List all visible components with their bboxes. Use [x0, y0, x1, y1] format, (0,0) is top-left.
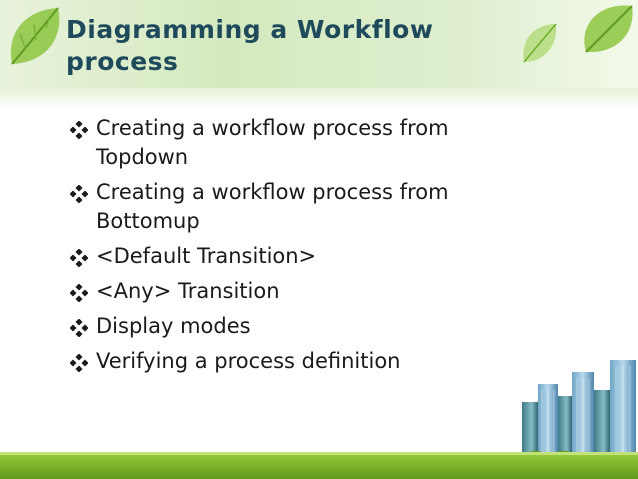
leaf-icon	[10, 7, 60, 65]
ground-highlight	[0, 452, 638, 455]
bullet-item: Creating a workflow process from Bottomu…	[66, 178, 536, 236]
diamond-bullet-icon	[70, 319, 88, 337]
bullet-text: <Any> Transition	[96, 279, 280, 303]
bullet-item: Creating a workflow process from Topdown	[66, 114, 536, 172]
diamond-bullet-icon	[70, 185, 88, 203]
bullet-text: Display modes	[96, 314, 251, 338]
diamond-bullet-icon	[70, 284, 88, 302]
bullet-item: <Any> Transition	[66, 277, 536, 306]
bullet-item: <Default Transition>	[66, 242, 536, 271]
bullet-item: Verifying a process definition	[66, 347, 536, 376]
bullet-text: <Default Transition>	[96, 244, 317, 268]
slide-title: Diagramming a Workflow process	[66, 15, 434, 76]
leaf-icon	[523, 23, 557, 63]
city-skyline-icon	[520, 360, 636, 462]
bullet-text: Creating a workflow process from Topdown	[96, 116, 449, 169]
bullet-text: Creating a workflow process from Bottomu…	[96, 180, 449, 233]
leaf-icon	[584, 5, 633, 53]
bullet-text: Verifying a process definition	[96, 349, 401, 373]
diamond-bullet-icon	[70, 249, 88, 267]
diamond-bullet-icon	[70, 121, 88, 139]
title-band-fade	[0, 88, 638, 110]
ground-strip	[0, 452, 638, 479]
bullet-item: Display modes	[66, 312, 536, 341]
bullet-list: Creating a workflow process from Topdown…	[66, 114, 536, 382]
diamond-bullet-icon	[70, 354, 88, 372]
